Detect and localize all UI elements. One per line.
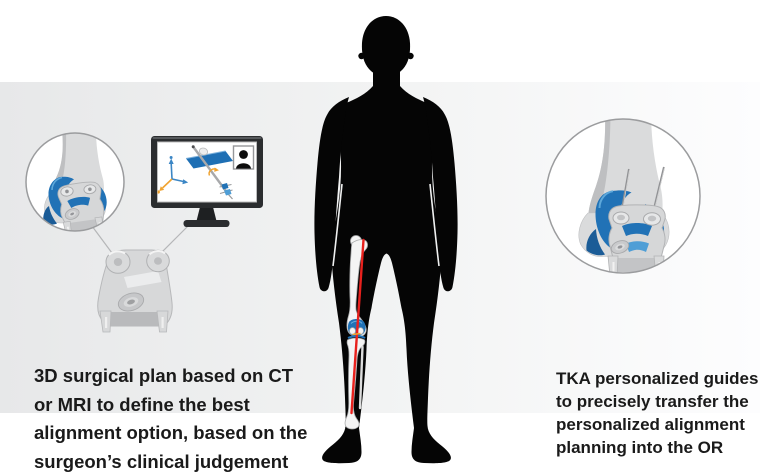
screen-3d-plan [157,145,255,200]
right-arm [423,97,458,292]
joint-line-marker [352,332,361,336]
mechanical-axis-line [350,238,365,415]
caption-line: TKA personalized guides [556,369,759,388]
plan-knee-inset [25,132,125,232]
caption-line: planning into the OR [556,438,724,457]
caption-line: alignment option, based on the [34,422,308,443]
inset-circle-border [545,118,701,274]
caption-right: TKA personalized guides to precisely tra… [556,367,758,459]
rotation-arrow-icon [208,167,219,176]
fibula-bone [358,345,364,410]
knee-with-guide-icon [43,133,107,231]
implant-icon [219,183,233,200]
tka-guide-inset [545,118,701,274]
left-arm [314,97,349,292]
resection-plane-icon [186,151,233,169]
femur-bone [346,239,368,337]
caption-line: personalized alignment [556,415,745,434]
monitor-stand [196,207,217,221]
knee-with-pinned-guide-icon [578,119,670,273]
axes-icon [157,156,189,194]
avatar-icon [232,145,255,170]
caption-line: to precisely transfer the [556,392,749,411]
caption-line: 3D surgical plan based on CT [34,365,294,386]
pinned-guide-icon [607,204,666,273]
inset-circle-border [25,132,125,232]
caption-left: 3D surgical plan based on CT or MRI to d… [34,362,307,475]
monitor-icon [151,136,263,227]
surgical-guide-icon [97,249,173,333]
caption-line: or MRI to define the best [34,393,250,415]
caption-line: surgeon’s clinical judgement [34,450,289,472]
leg-bones-overlay [344,235,368,430]
